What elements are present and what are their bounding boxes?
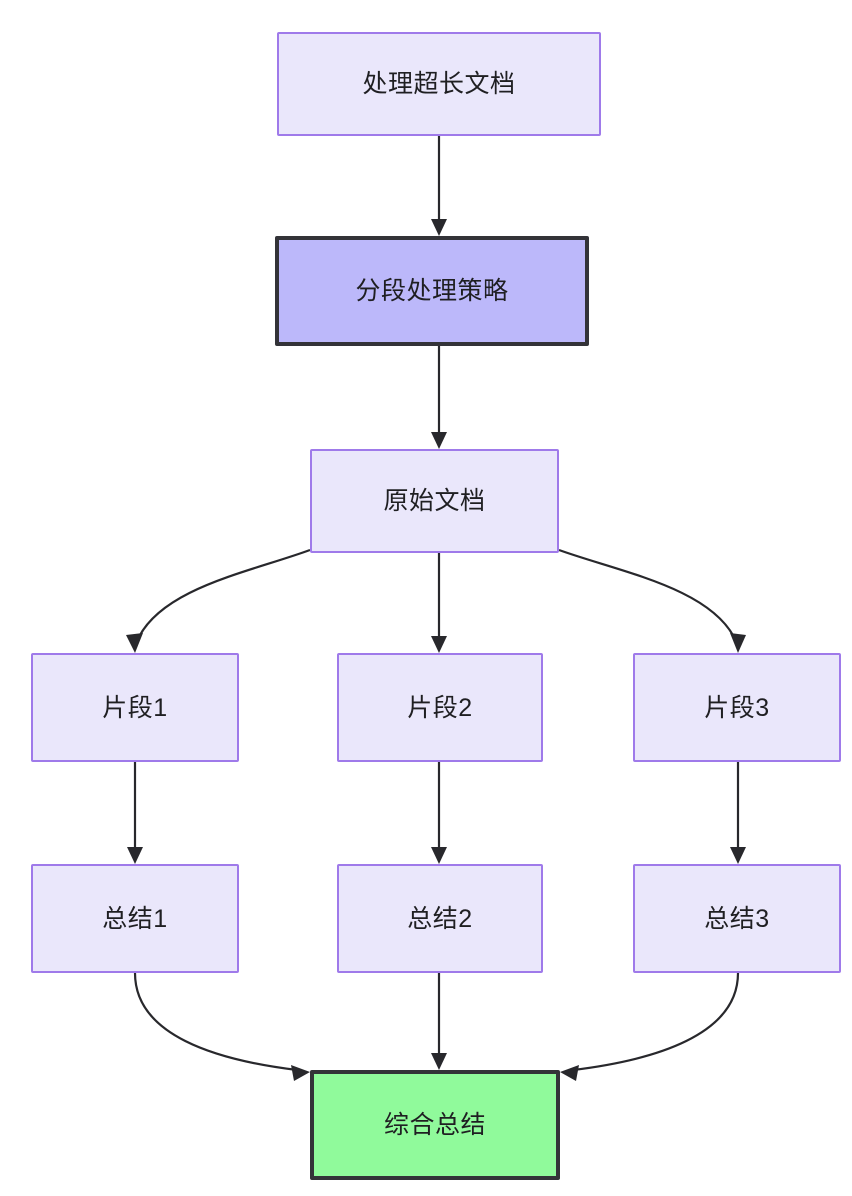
- node-summary-2[interactable]: 总结2: [337, 864, 543, 973]
- node-summary-1[interactable]: 总结1: [31, 864, 239, 973]
- node-summary-3[interactable]: 总结3: [633, 864, 841, 973]
- edge-strategy-to-original: [431, 346, 447, 449]
- node-fragment-3[interactable]: 片段3: [633, 653, 841, 762]
- edge-sum2-to-final: [431, 973, 447, 1070]
- edge-original-to-frag3: [558, 548, 746, 653]
- edge-frag1-to-sum1: [127, 762, 143, 864]
- node-label: 总结1: [102, 904, 168, 933]
- node-original-document[interactable]: 原始文档: [310, 449, 559, 553]
- edge-original-to-frag2: [431, 553, 447, 653]
- node-label: 片段2: [407, 693, 473, 722]
- node-label: 原始文档: [383, 487, 486, 515]
- node-label: 片段1: [102, 693, 168, 722]
- node-label: 总结2: [407, 904, 473, 933]
- edge-sum1-to-final: [133, 972, 310, 1081]
- node-fragment-2[interactable]: 片段2: [337, 653, 543, 762]
- node-process-long-document[interactable]: 处理超长文档: [277, 32, 601, 136]
- edge-sum3-to-final: [560, 972, 740, 1081]
- edge-frag3-to-sum3: [730, 762, 746, 864]
- edge-doc-to-strategy: [431, 136, 447, 236]
- edge-original-to-frag1: [126, 548, 311, 653]
- node-label: 处理超长文档: [362, 70, 516, 98]
- node-final-summary[interactable]: 综合总结: [310, 1070, 560, 1180]
- node-label: 综合总结: [383, 1111, 486, 1139]
- edge-frag2-to-sum2: [431, 762, 447, 864]
- node-label: 总结3: [704, 904, 770, 933]
- node-fragment-1[interactable]: 片段1: [31, 653, 239, 762]
- node-label: 分段处理策略: [355, 277, 509, 305]
- node-chunking-strategy[interactable]: 分段处理策略: [275, 236, 589, 346]
- node-label: 片段3: [704, 693, 770, 722]
